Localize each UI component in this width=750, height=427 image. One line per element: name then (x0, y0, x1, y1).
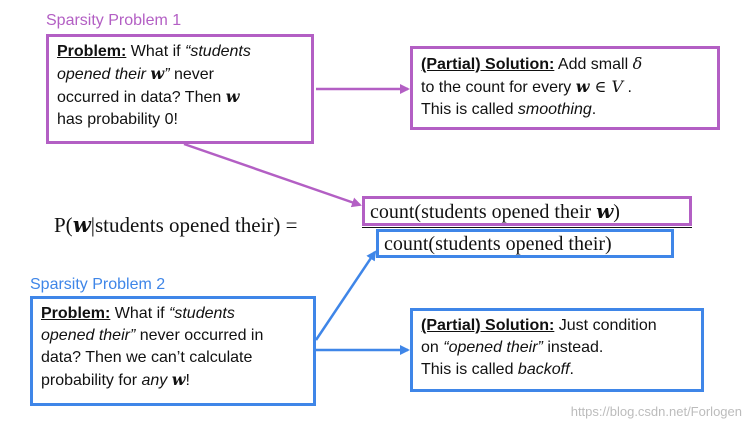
solution-1-text-3: This is called (421, 101, 518, 118)
delta-symbol: δ (632, 54, 643, 73)
solution-1-end: . (591, 101, 597, 118)
numerator-close: ) (613, 201, 620, 223)
problem-1-quote-1: “students (185, 43, 251, 60)
numerator-text: count(students opened their (370, 201, 597, 223)
solution-1-label: (Partial) Solution: (421, 56, 555, 73)
problem-2-label: Problem: (41, 305, 111, 322)
solution-2-box: (Partial) Solution: Just condition on “o… (410, 308, 704, 392)
problem-2-text-4: probability for (41, 372, 142, 389)
denominator-box: count(students opened their) (376, 229, 674, 258)
sparsity-problem-1-title: Sparsity Problem 1 (46, 12, 182, 29)
problem-1-box: Problem: What if “students opened their … (46, 34, 314, 144)
backoff-term: backoff (517, 361, 570, 378)
solution-2-text-2: on (421, 339, 444, 356)
equation-lhs: P(w|students opened their) = (54, 212, 298, 238)
problem-2-end: ! (185, 372, 190, 389)
problem-1-quote-close: ” (164, 66, 170, 83)
problem-2-box: Problem: What if “students opened their”… (30, 296, 316, 406)
solution-2-text-1: Just condition (554, 317, 657, 334)
watermark: https://blog.csdn.net/Forlogen (570, 404, 742, 419)
opened-their-term: “opened their” (443, 339, 543, 356)
problem-2-text-3: data? Then we can’t calculate (41, 349, 253, 366)
solution-1-text-1: Add small (554, 56, 633, 73)
problem-1-text-3: occurred in data? Then (57, 89, 222, 106)
fraction-bar (362, 227, 692, 228)
solution-1-text-2: to the count for every (421, 79, 576, 96)
arrow-problem1-to-numerator (183, 142, 362, 208)
problem-1-label: Problem: (57, 43, 127, 60)
lhs-w-symbol: w (72, 212, 91, 237)
any-term: any (141, 372, 168, 389)
in-vocab-symbol: ∈ V (589, 77, 624, 96)
numerator-box: count(students opened their w) (362, 196, 692, 226)
solution-2-text-2-end: instead. (542, 339, 604, 356)
lhs-p: P( (54, 213, 73, 237)
problem-1-text-4: has probability 0! (57, 111, 178, 128)
problem-1-text-1: What if (130, 43, 186, 60)
problem-1-w-symbol: w (150, 64, 165, 83)
solution-1-box: (Partial) Solution: Add small δ to the c… (410, 46, 720, 130)
problem-1-w-symbol-2: w (225, 87, 240, 106)
solution-2-end: . (569, 361, 574, 378)
smoothing-term: smoothing (517, 101, 592, 118)
solution-1-w-symbol: w (575, 77, 590, 96)
problem-1-text-2: never (169, 66, 214, 83)
problem-2-text-1: What if (114, 305, 170, 322)
problem-2-quote-2: opened their” (41, 327, 136, 344)
denominator-text: count(students opened their) (384, 233, 612, 255)
numerator-w-symbol: w (596, 199, 614, 223)
solution-1-period: . (623, 79, 632, 96)
problem-2-w-symbol: w (171, 370, 186, 389)
problem-2-quote-1: “students (169, 305, 235, 322)
solution-2-label: (Partial) Solution: (421, 317, 555, 334)
lhs-rest: |students opened their) = (90, 213, 298, 237)
sparsity-problem-2-title: Sparsity Problem 2 (30, 276, 166, 293)
problem-1-quote-2: opened their (57, 66, 146, 83)
arrow-problem2-to-denominator (314, 250, 377, 341)
problem-2-text-2: never occurred in (135, 327, 264, 344)
solution-2-text-3: This is called (421, 361, 518, 378)
